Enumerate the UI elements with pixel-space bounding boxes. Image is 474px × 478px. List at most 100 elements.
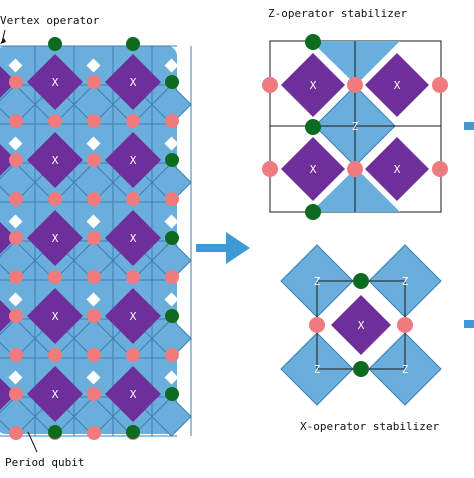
x-plaquette-partial (0, 378, 16, 410)
vertex-qubit (165, 153, 179, 167)
qubit (432, 161, 448, 177)
vertex-qubit (165, 75, 179, 89)
qubit (87, 309, 101, 323)
x-plaquette (27, 54, 83, 110)
z-panel-x-plaquette (365, 53, 429, 117)
x-symbol: X (310, 79, 317, 92)
z-symbol: Z (314, 363, 321, 376)
qubit (165, 270, 179, 284)
vertex-qubit (353, 273, 369, 289)
qubit (262, 77, 278, 93)
lattice-gap (8, 448, 23, 463)
x-symbol: X (130, 388, 137, 401)
lattice-gap (164, 370, 179, 385)
qubit (126, 114, 140, 128)
qubit (87, 114, 101, 128)
qubit (9, 309, 23, 323)
main-arrow-head (226, 232, 250, 264)
lattice-gap (8, 214, 23, 229)
x-symbol: X (52, 310, 59, 323)
x-plaquette (27, 132, 83, 188)
qubit (9, 114, 23, 128)
vertex-qubit (126, 37, 140, 51)
lattice-gap (164, 58, 179, 73)
x-plaquette (105, 210, 161, 266)
x-plaquette (105, 54, 161, 110)
z-symbol: Z (352, 120, 359, 133)
qubit (87, 231, 101, 245)
qubit (87, 270, 101, 284)
qubit (48, 348, 62, 362)
x-plaquette-partial (0, 300, 16, 332)
qubit (48, 114, 62, 128)
qubit (9, 348, 23, 362)
x-plaquette (27, 210, 83, 266)
x-plaquette (105, 132, 161, 188)
qubit (48, 192, 62, 206)
x-symbol: X (358, 319, 365, 332)
x-symbol: X (130, 310, 137, 323)
main-arrow-shaft (196, 244, 230, 252)
period-label-pointer (27, 431, 38, 453)
lattice-gap (86, 136, 101, 151)
qubit (9, 270, 23, 284)
qubit (347, 77, 363, 93)
left-lattice: XXXXXXXXXXZZZZZZZZ (0, 29, 192, 463)
vertex-qubit (48, 37, 62, 51)
z-panel-blue-tri (311, 41, 356, 85)
x-plaquette (105, 366, 161, 422)
lattice-gap (47, 448, 62, 463)
qubit (165, 348, 179, 362)
x-symbol: X (52, 388, 59, 401)
vertex-label-pointer (1, 29, 6, 43)
x-symbol: X (52, 76, 59, 89)
qubit (309, 317, 325, 333)
lattice-gap (86, 214, 101, 229)
lattice-gap (8, 136, 23, 151)
z-panel-blue-tri (356, 41, 400, 85)
x-stabilizer-label: X-operator stabilizer (300, 420, 440, 433)
x-plaquette-partial (0, 144, 16, 176)
period-qubit-label: Period qubit (5, 456, 85, 469)
x-plaquette-partial (0, 66, 16, 98)
vertex-qubit (305, 119, 321, 135)
qubit (126, 192, 140, 206)
qubit (9, 153, 23, 167)
lattice-gap (8, 58, 23, 73)
vertex-qubit (305, 204, 321, 220)
z-panel-x-plaquette (281, 53, 345, 117)
qubit (432, 77, 448, 93)
qubit (87, 192, 101, 206)
qubit (262, 161, 278, 177)
qubit (347, 161, 363, 177)
qubit (9, 231, 23, 245)
lattice-gap (86, 292, 101, 307)
x-symbol: X (52, 154, 59, 167)
vertex-qubit (48, 425, 62, 439)
vertex-qubit (165, 309, 179, 323)
lattice-gap (86, 370, 101, 385)
qubit (9, 192, 23, 206)
z-symbol: Z (402, 363, 409, 376)
qubit (9, 426, 23, 440)
qubit (126, 348, 140, 362)
qubit (397, 317, 413, 333)
qubit (87, 387, 101, 401)
z-panel-x-plaquette (365, 137, 429, 201)
vertex-operator-label: Vertex operator (0, 14, 100, 27)
right-arrow-top (464, 122, 474, 130)
lattice-gap (8, 370, 23, 385)
x-symbol: X (52, 232, 59, 245)
vertex-qubit (165, 231, 179, 245)
vertex-qubit (126, 425, 140, 439)
z-symbol: Z (402, 275, 409, 288)
qubit (9, 75, 23, 89)
x-symbol: X (130, 154, 137, 167)
x-symbol: X (130, 76, 137, 89)
lattice-gap (86, 58, 101, 73)
x-panel-x-plaquette (331, 295, 391, 355)
qubit (87, 348, 101, 362)
qubit (126, 270, 140, 284)
